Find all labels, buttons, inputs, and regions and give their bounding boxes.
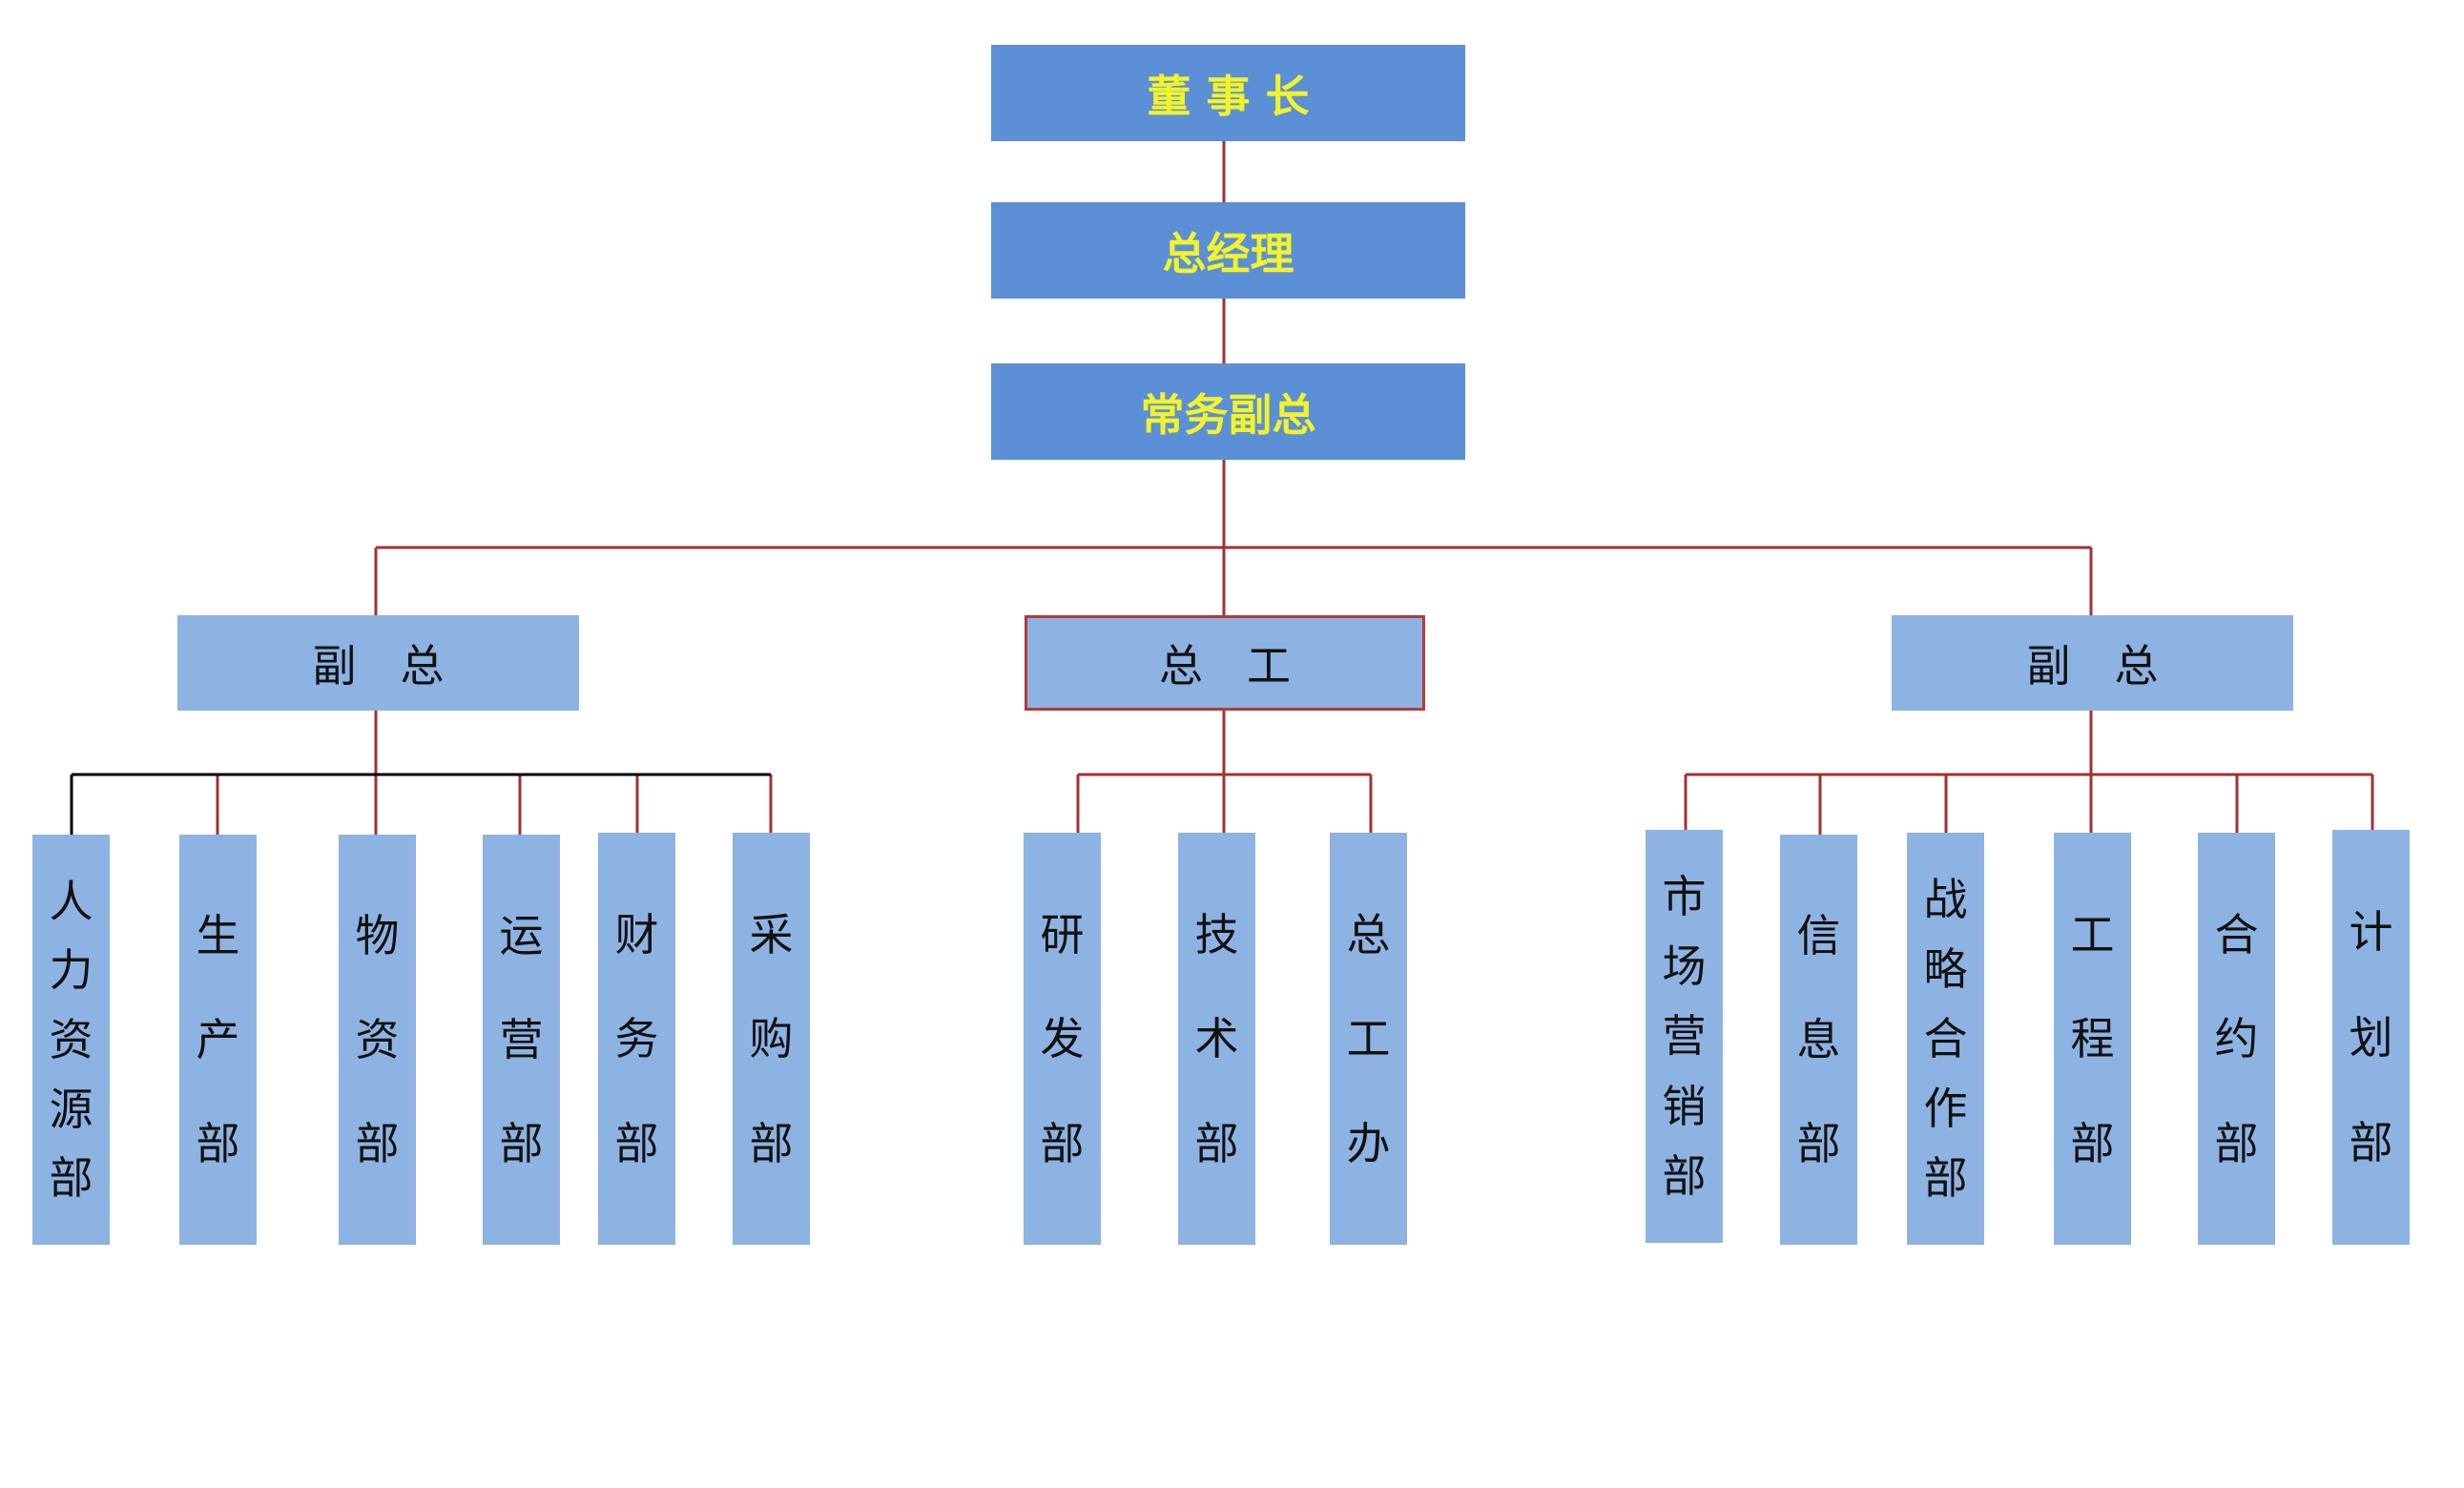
department-char: 研 [1040,908,1085,961]
department-box-left-3: 物资部 [339,835,416,1245]
department-char: 运 [499,910,544,961]
chairman-label: 董 事 长 [1147,70,1310,122]
department-char: 技 [1194,908,1239,961]
department-char: 源 [49,1083,93,1135]
department-char: 战 [1923,874,1968,925]
department-char: 部 [355,1118,400,1169]
department-box-right-6: 计划部 [2332,830,2410,1245]
department-char: 购 [749,1013,794,1064]
department-box-right-3: 战略合作部 [1907,833,1984,1245]
department-box-left-4: 运营部 [483,835,560,1245]
department-char: 部 [49,1152,93,1205]
vp-right-label: 副 总 [2026,640,2159,692]
department-char: 部 [1040,1117,1085,1169]
department-box-right-5: 合约部 [2198,833,2275,1245]
department-char: 务 [614,1013,659,1064]
chief-engineer-label: 总 工 [1159,640,1291,692]
department-char: 工 [2070,908,2115,961]
vp-right-box: 副 总 [1892,615,2293,711]
department-box-left-1: 人力资源部 [32,835,110,1245]
department-char: 部 [1796,1118,1841,1169]
department-char: 信 [1796,910,1841,961]
department-char: 场 [1662,940,1707,993]
department-char: 部 [614,1117,659,1169]
department-char: 工 [1346,1013,1391,1064]
department-char: 合 [2214,908,2259,961]
department-char: 物 [355,910,400,961]
department-char: 部 [196,1118,240,1169]
department-char: 部 [499,1118,544,1169]
department-char: 部 [1662,1149,1707,1202]
department-char: 营 [499,1014,544,1065]
department-char: 部 [749,1117,794,1169]
department-box-center-2: 技术部 [1178,833,1255,1245]
department-char: 营 [1662,1010,1707,1063]
department-char: 力 [49,944,93,997]
chief-engineer-box: 总 工 [1025,615,1425,711]
department-char: 约 [2214,1013,2259,1064]
department-char: 产 [196,1014,240,1065]
department-char: 部 [1923,1152,1968,1204]
department-char: 办 [1346,1117,1391,1169]
department-box-center-3: 总工办 [1330,833,1407,1245]
chairman-box: 董 事 长 [991,45,1465,141]
department-box-left-2: 生产部 [179,835,257,1245]
executive-vp-box: 常务副总 [991,363,1465,460]
department-char: 计 [2349,906,2393,959]
general-manager-label: 总经理 [1162,227,1294,279]
department-char: 术 [1194,1013,1239,1064]
general-manager-box: 总经理 [991,202,1465,299]
department-char: 略 [1923,943,1968,995]
department-char: 息 [1796,1014,1841,1065]
department-char: 部 [1194,1117,1239,1169]
department-char: 部 [2070,1117,2115,1169]
department-char: 人 [49,875,93,927]
department-char: 合 [1923,1013,1968,1064]
department-box-right-1: 市场营销部 [1646,830,1723,1243]
department-char: 发 [1040,1013,1085,1064]
department-char: 部 [2349,1116,2393,1168]
executive-vp-label: 常务副总 [1140,388,1316,441]
department-char: 作 [1923,1083,1968,1134]
department-char: 部 [2214,1117,2259,1169]
department-char: 采 [749,908,794,961]
department-box-right-4: 工程部 [2054,833,2131,1245]
vp-left-label: 副 总 [312,640,445,692]
department-char: 销 [1662,1080,1707,1132]
department-char: 资 [355,1014,400,1065]
department-char: 总 [1346,908,1391,961]
vp-left-box: 副 总 [177,615,579,711]
department-box-left-6: 采购部 [733,833,810,1245]
department-char: 程 [2070,1013,2115,1064]
department-box-right-2: 信息部 [1780,835,1857,1245]
department-char: 财 [614,908,659,961]
department-char: 划 [2349,1011,2393,1064]
department-box-center-1: 研发部 [1024,833,1101,1245]
department-box-left-5: 财务部 [598,833,675,1245]
department-char: 资 [49,1013,93,1065]
department-char: 市 [1662,871,1707,923]
department-char: 生 [196,910,240,961]
